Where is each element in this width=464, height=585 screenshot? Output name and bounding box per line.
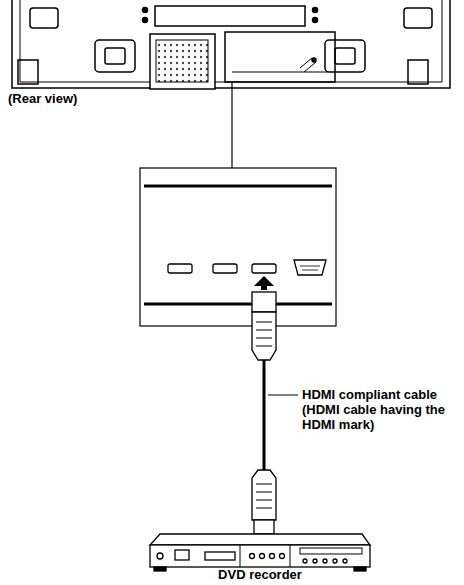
insert-arrowhead <box>254 276 274 286</box>
tv-rear <box>12 0 450 168</box>
terminal-panel <box>140 168 336 326</box>
cable-label: HDMI compliant cable (HDMI cable having … <box>302 388 460 433</box>
device-label: DVD recorder <box>150 568 370 583</box>
hdmi-cable <box>252 292 298 534</box>
view-label: (Rear view) <box>8 92 148 107</box>
dvd-recorder <box>150 534 370 571</box>
